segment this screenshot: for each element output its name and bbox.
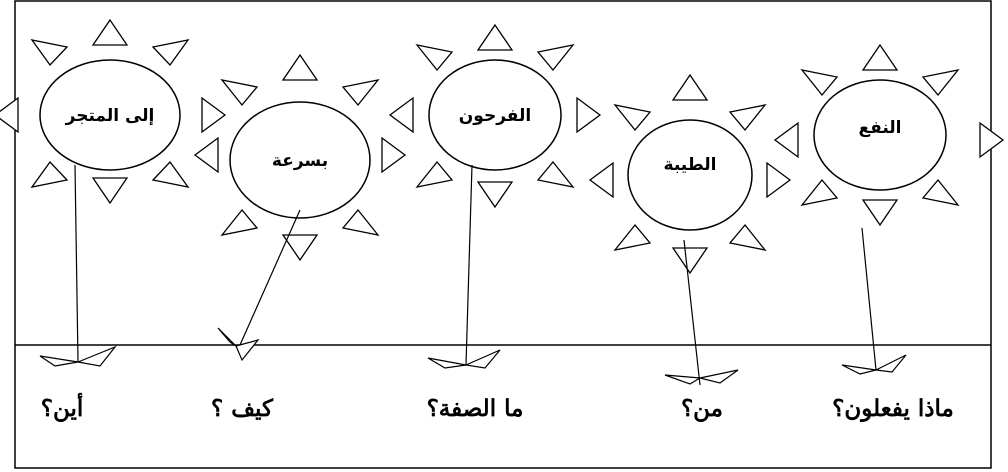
flower-stem xyxy=(683,239,701,386)
question-what-do-they-do: ماذا يفعلون؟ xyxy=(832,395,954,423)
leaf-pair xyxy=(39,345,117,367)
sun-petals xyxy=(388,23,602,209)
flower-head xyxy=(39,59,181,171)
question-what-adjective: ما الصفة؟ xyxy=(427,395,524,422)
flower-3: الفرحون xyxy=(388,23,602,209)
flower-head xyxy=(627,119,753,231)
leaf-pair xyxy=(841,354,907,375)
sun-petals xyxy=(773,43,1005,227)
sun-petals xyxy=(193,53,407,262)
flower-2: بسرعة xyxy=(193,53,407,262)
flower-word: بسرعة xyxy=(272,151,328,171)
sun-petals xyxy=(0,18,227,205)
worksheet-frame xyxy=(14,0,992,469)
flower-stem xyxy=(861,227,877,371)
question-who: من؟ xyxy=(681,395,723,423)
flower-word: إلى المتجر xyxy=(65,106,155,126)
flower-5: النفع xyxy=(773,43,1005,227)
flower-word: الطيبة xyxy=(664,155,717,175)
flower-stem xyxy=(239,209,301,346)
flower-4: الطيبة xyxy=(588,73,792,275)
flower-word: الفرحون xyxy=(459,106,531,126)
flower-head xyxy=(428,59,562,171)
sun-petals xyxy=(588,73,792,275)
flower-word: النفع xyxy=(859,118,902,138)
question-where: أين؟ xyxy=(41,392,84,423)
flower-head xyxy=(813,79,947,191)
question-how: كيف ؟ xyxy=(211,395,274,422)
flower-stem xyxy=(465,164,473,366)
flower-head xyxy=(229,101,371,219)
leaf-pair xyxy=(217,327,260,362)
flower-stem xyxy=(74,164,79,363)
leaf-pair xyxy=(427,349,501,369)
leaf-pair xyxy=(664,369,739,385)
flower-1: إلى المتجر xyxy=(0,18,227,205)
